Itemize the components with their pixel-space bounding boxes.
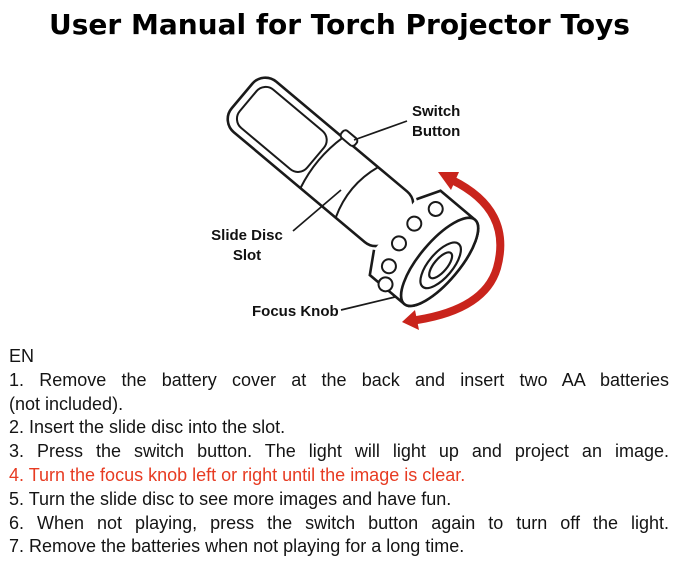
- slot-pointer-line: [292, 189, 342, 232]
- page-title: User Manual for Torch Projector Toys: [49, 8, 630, 41]
- switch-button-shape: [339, 129, 359, 147]
- body-seam-line: [299, 136, 344, 189]
- knob-grip-bump: [406, 215, 423, 232]
- battery-cover-panel: [235, 85, 328, 173]
- knob-grip-bump: [390, 235, 407, 252]
- knob-grip-bump: [427, 200, 444, 217]
- instruction-1: 1. Remove the battery cover at the back …: [9, 369, 669, 390]
- instruction-5: 5. Turn the slide disc to see more image…: [9, 488, 452, 509]
- language-label: EN: [9, 346, 35, 366]
- switch-button-label-line1: Switch: [412, 103, 460, 120]
- focus-knob-label: Focus Knob: [252, 303, 339, 320]
- rotation-arrow-head-bottom: [402, 310, 419, 330]
- instruction-4: 4. Turn the focus knob left or right unt…: [9, 464, 466, 485]
- focus-pointer-line: [340, 296, 396, 311]
- torch-illustration: [226, 76, 480, 308]
- instruction-6: 6. When not playing, press the switch bu…: [9, 512, 669, 533]
- torch-diagram: Switch Button Slide Disc Slot Focus Knob: [211, 76, 505, 330]
- slide-disc-slot-label-line1: Slide Disc: [211, 227, 283, 244]
- instruction-3: 3. Press the switch button. The light wi…: [9, 441, 669, 462]
- rotation-arrow-head-top: [438, 172, 459, 190]
- knob-grip-bump: [377, 276, 394, 293]
- switch-button-label-line2: Button: [412, 123, 460, 140]
- rotation-arrow: [413, 176, 505, 324]
- instruction-1-continued: (not included).: [9, 393, 124, 414]
- instructions-section: EN 1. Remove the battery cover at the ba…: [0, 343, 679, 559]
- knob-grip-bump: [380, 258, 397, 275]
- lens-ring-inner: [428, 251, 454, 280]
- slide-disc-slot-line: [334, 166, 379, 219]
- slide-disc-slot-label-line2: Slot: [233, 247, 261, 264]
- lens-ring-outer: [419, 241, 462, 290]
- instruction-7: 7. Remove the batteries when not playing…: [9, 536, 465, 557]
- switch-pointer-line: [353, 120, 408, 141]
- instruction-2: 2. Insert the slide disc into the slot.: [9, 417, 286, 438]
